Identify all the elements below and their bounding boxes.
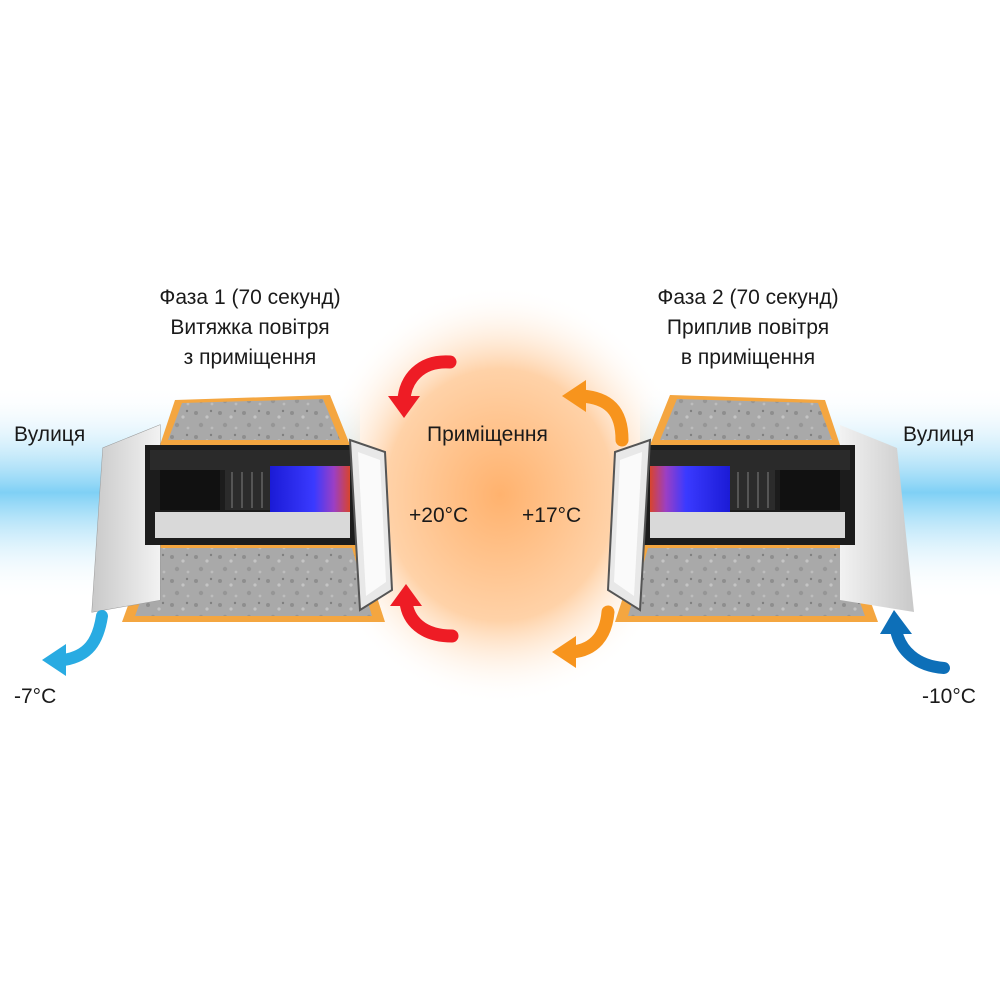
phase1-caption: Фаза 1 (70 секунд) Витяжка повітря з при… xyxy=(70,283,430,373)
phase2-desc-line1: Приплив повітря xyxy=(666,316,830,339)
room-label: Приміщення xyxy=(427,423,548,446)
left-unit-icon xyxy=(91,395,394,622)
phase1-desc-line2: з приміщення xyxy=(183,346,317,369)
phase2-desc-line2: в приміщення xyxy=(680,346,816,369)
arrow-orange-down-icon xyxy=(552,605,615,668)
arrow-red-in-icon xyxy=(388,355,457,418)
outdoor-temp-left: -7°C xyxy=(14,685,57,708)
arrow-orange-up-icon xyxy=(562,380,629,447)
right-unit-icon xyxy=(606,395,914,622)
street-label-right: Вулиця xyxy=(903,423,975,446)
arrow-dark-blue-in-icon xyxy=(880,610,950,674)
phase1-title: Фаза 1 (70 секунд) xyxy=(159,286,341,309)
phase2-caption: Фаза 2 (70 секунд) Приплив повітря в при… xyxy=(568,283,928,373)
arrow-light-blue-out-icon xyxy=(42,610,108,676)
room-temp-left: +20°C xyxy=(409,504,469,527)
phase2-title: Фаза 2 (70 секунд) xyxy=(657,286,839,309)
outdoor-temp-right: -10°C xyxy=(922,685,976,708)
arrow-red-out-icon xyxy=(390,584,459,643)
street-label-left: Вулиця xyxy=(14,423,86,446)
room-temp-right: +17°C xyxy=(522,504,582,527)
phase1-desc-line1: Витяжка повітря xyxy=(170,316,330,339)
